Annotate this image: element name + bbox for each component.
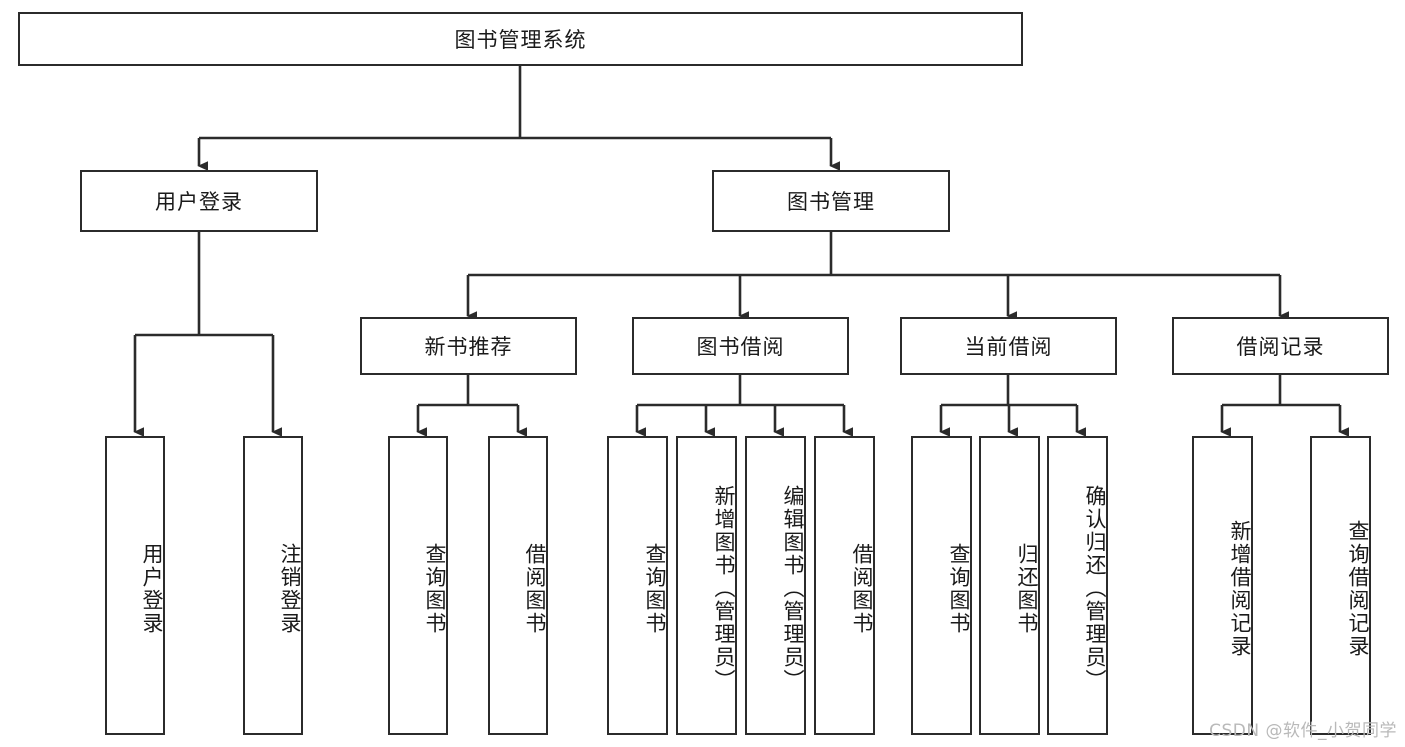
node-leaf-edit-book-label: 编辑图书（管理员） — [781, 485, 805, 692]
node-book-manage[interactable]: 图书管理 — [712, 170, 950, 232]
node-new-book-rec[interactable]: 新书推荐 — [360, 317, 577, 375]
node-leaf-add-record-label: 新增借阅记录 — [1228, 519, 1252, 658]
node-leaf-query-record[interactable]: 查询借阅记录 — [1310, 436, 1371, 735]
node-leaf-edit-book[interactable]: 编辑图书（管理员） — [745, 436, 806, 735]
node-leaf-add-book[interactable]: 新增图书（管理员） — [676, 436, 737, 735]
node-leaf-query-book-2-label: 查询图书 — [643, 542, 667, 635]
node-book-borrow[interactable]: 图书借阅 — [632, 317, 849, 375]
node-leaf-user-login-label: 用户登录 — [140, 542, 164, 635]
node-leaf-logout-login-label: 注销登录 — [278, 542, 302, 635]
node-root[interactable]: 图书管理系统 — [18, 12, 1023, 66]
node-leaf-query-book-2[interactable]: 查询图书 — [607, 436, 668, 735]
node-leaf-borrow-book-2[interactable]: 借阅图书 — [814, 436, 875, 735]
node-leaf-confirm-return[interactable]: 确认归还（管理员） — [1047, 436, 1108, 735]
node-leaf-confirm-return-label: 确认归还（管理员） — [1083, 485, 1107, 692]
node-leaf-return-book[interactable]: 归还图书 — [979, 436, 1040, 735]
node-book-manage-label: 图书管理 — [787, 190, 875, 214]
node-book-borrow-label: 图书借阅 — [696, 335, 785, 359]
node-user-login-label: 用户登录 — [155, 190, 243, 214]
node-current-borrow-label: 当前借阅 — [964, 335, 1053, 359]
node-leaf-query-book-3[interactable]: 查询图书 — [911, 436, 972, 735]
node-leaf-borrow-book-2-label: 借阅图书 — [850, 542, 874, 635]
node-leaf-borrow-book-1[interactable]: 借阅图书 — [488, 436, 548, 735]
node-new-book-rec-label: 新书推荐 — [424, 335, 513, 359]
node-leaf-query-record-label: 查询借阅记录 — [1346, 519, 1370, 658]
node-borrow-record-label: 借阅记录 — [1236, 335, 1325, 359]
node-root-label: 图书管理系统 — [454, 28, 587, 52]
node-leaf-borrow-book-1-label: 借阅图书 — [523, 542, 547, 635]
node-borrow-record[interactable]: 借阅记录 — [1172, 317, 1389, 375]
node-leaf-query-book-1-label: 查询图书 — [423, 542, 447, 635]
node-leaf-query-book-3-label: 查询图书 — [947, 542, 971, 635]
node-leaf-add-book-label: 新增图书（管理员） — [712, 485, 736, 692]
node-current-borrow[interactable]: 当前借阅 — [900, 317, 1117, 375]
node-leaf-logout-login[interactable]: 注销登录 — [243, 436, 303, 735]
node-leaf-query-book-1[interactable]: 查询图书 — [388, 436, 448, 735]
node-leaf-return-book-label: 归还图书 — [1015, 542, 1039, 635]
csdn-watermark: CSDN @软件_小贺同学 — [1209, 721, 1397, 741]
node-user-login[interactable]: 用户登录 — [80, 170, 318, 232]
node-leaf-add-record[interactable]: 新增借阅记录 — [1192, 436, 1253, 735]
node-leaf-user-login[interactable]: 用户登录 — [105, 436, 165, 735]
